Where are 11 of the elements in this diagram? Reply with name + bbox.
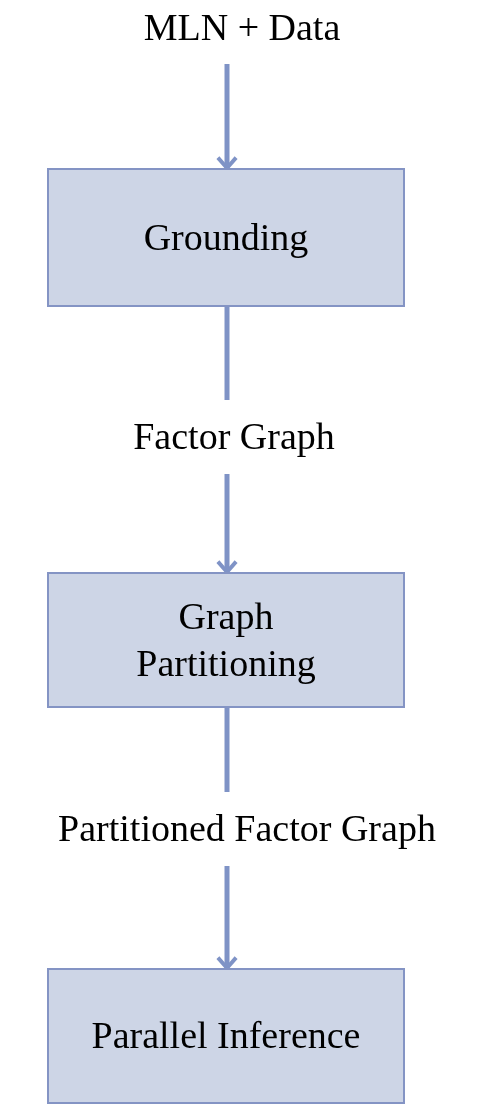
data-label: MLN + Data (100, 2, 384, 54)
arrow (215, 474, 239, 574)
process-box: Parallel Inference (47, 968, 405, 1104)
data-label: Partitioned Factor Graph (4, 802, 490, 856)
process-box: Graph Partitioning (47, 572, 405, 708)
arrow (215, 866, 239, 970)
connector-line (224, 708, 230, 792)
connector-line (224, 307, 230, 400)
arrow (215, 64, 239, 170)
process-box: Grounding (47, 168, 405, 307)
data-label: Factor Graph (90, 410, 378, 464)
